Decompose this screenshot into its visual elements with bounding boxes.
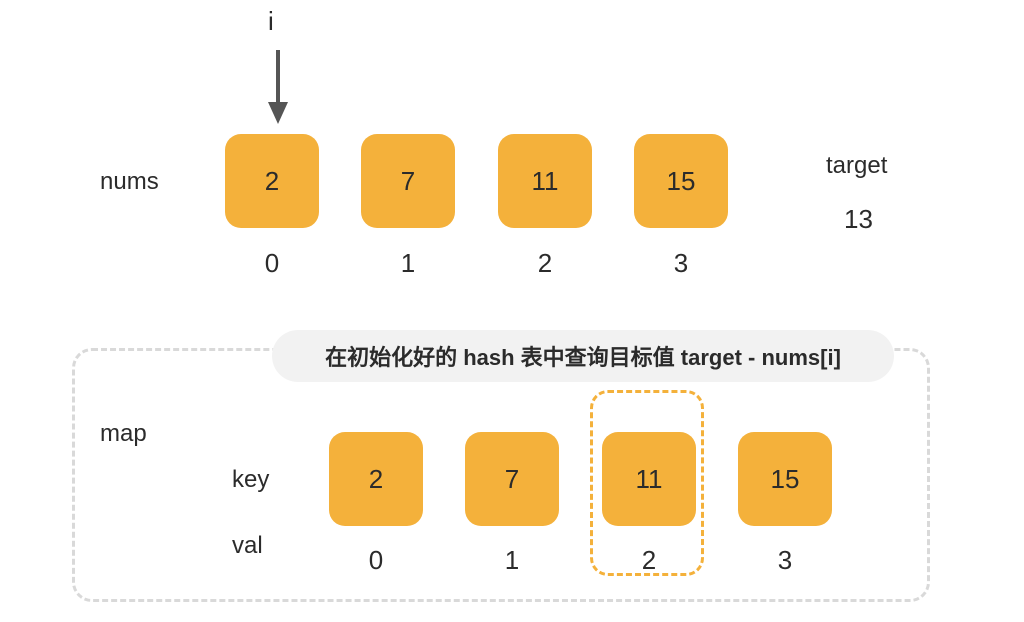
map-key-cell-0: 2 [329, 432, 423, 526]
map-key-cell-3: 15 [738, 432, 832, 526]
nums-cell-0: 2 [225, 134, 319, 228]
map-label: map [100, 420, 147, 447]
nums-label: nums [100, 168, 159, 195]
map-val-3: 3 [777, 545, 793, 575]
map-val-1: 1 [504, 545, 520, 575]
map-key-cell-1: 7 [465, 432, 559, 526]
nums-cell-3: 15 [634, 134, 728, 228]
nums-index-1: 1 [400, 248, 416, 278]
nums-index-0: 0 [264, 248, 280, 278]
nums-cell-2: 11 [498, 134, 592, 228]
val-label: val [232, 532, 263, 559]
nums-index-2: 2 [537, 248, 553, 278]
map-key-cell-2: 11 [602, 432, 696, 526]
nums-cell-1: 7 [361, 134, 455, 228]
map-val-2: 2 [641, 545, 657, 575]
map-caption: 在初始化好的 hash 表中查询目标值 target - nums[i] [272, 330, 894, 382]
target-value: 13 [844, 204, 873, 234]
key-label: key [232, 466, 270, 493]
target-label: target [826, 152, 888, 179]
arrow-down-icon [268, 50, 288, 124]
nums-index-3: 3 [673, 248, 689, 278]
pointer-label: i [268, 6, 274, 36]
map-val-0: 0 [368, 545, 384, 575]
highlight-box [590, 390, 704, 576]
